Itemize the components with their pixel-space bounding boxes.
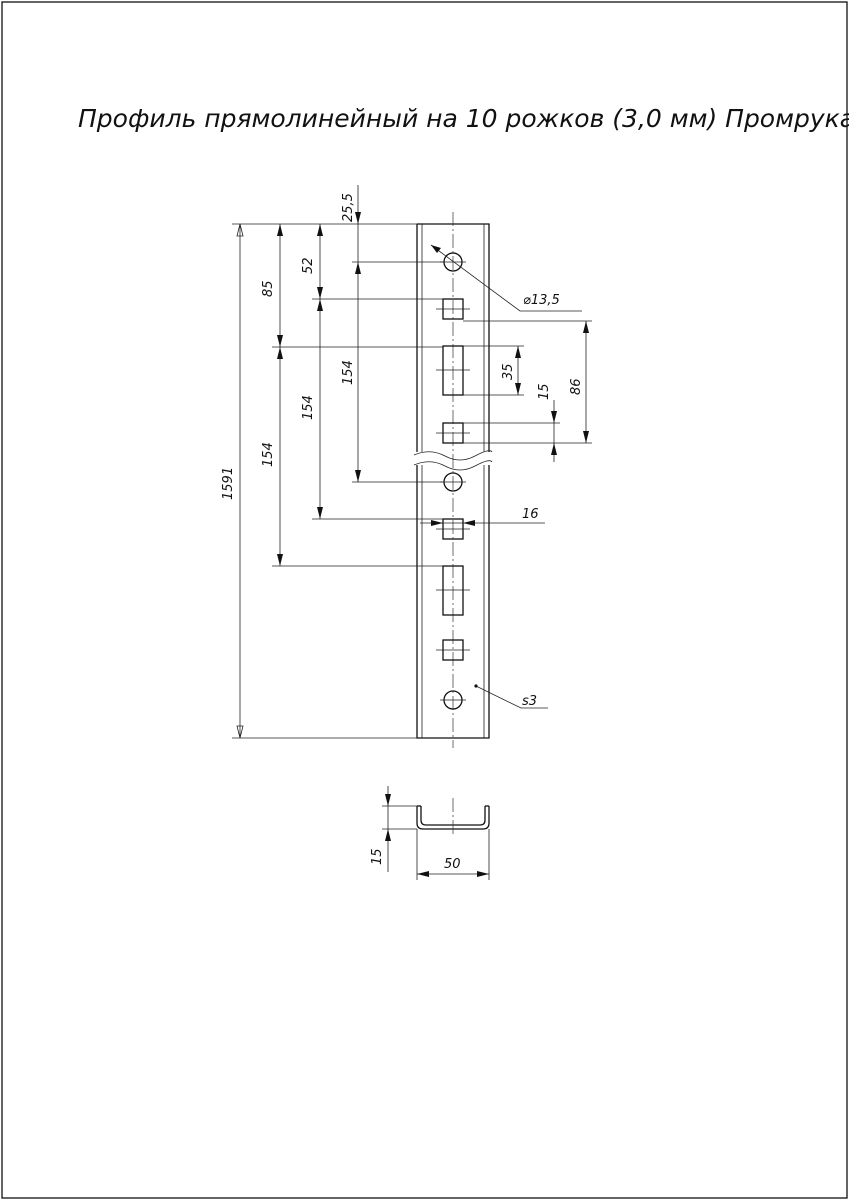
dim-35: 35: [501, 363, 516, 380]
dim-154-b: 154: [301, 395, 316, 420]
break-line-bottom: [413, 460, 493, 471]
dim-16: 16: [522, 507, 539, 522]
dim-thickness: s3: [522, 694, 537, 709]
dim-154-a: 154: [341, 360, 356, 385]
dim-top-offset: 25,5: [341, 193, 356, 222]
dim-1591: 1591: [221, 467, 236, 500]
dim-flange-height: 15: [370, 848, 385, 865]
long-slot: [442, 345, 464, 396]
dim-85: 85: [261, 280, 276, 297]
drawing-title: Профиль прямолинейный на 10 рожков (3,0 …: [78, 104, 849, 133]
profile-outline-lower: [416, 465, 490, 739]
long-slot: [442, 565, 464, 616]
slot-center-marks: [436, 308, 470, 651]
profile-front-view: [413, 212, 493, 748]
profile-cross-section: [382, 786, 490, 880]
dim-hole-diameter: ⌀13,5: [523, 293, 560, 308]
break-line-top: [413, 450, 493, 461]
hole-center-marks: [440, 261, 466, 701]
dim-52: 52: [301, 257, 316, 274]
dim-154-c: 154: [261, 442, 276, 467]
dim-profile-width: 50: [444, 857, 461, 872]
dimension-lines-right: [420, 244, 592, 709]
dim-15-slot: 15: [537, 383, 552, 400]
dim-86: 86: [569, 378, 584, 395]
dimension-lines-left: [232, 185, 443, 739]
profile-rim-lower: [421, 465, 485, 738]
